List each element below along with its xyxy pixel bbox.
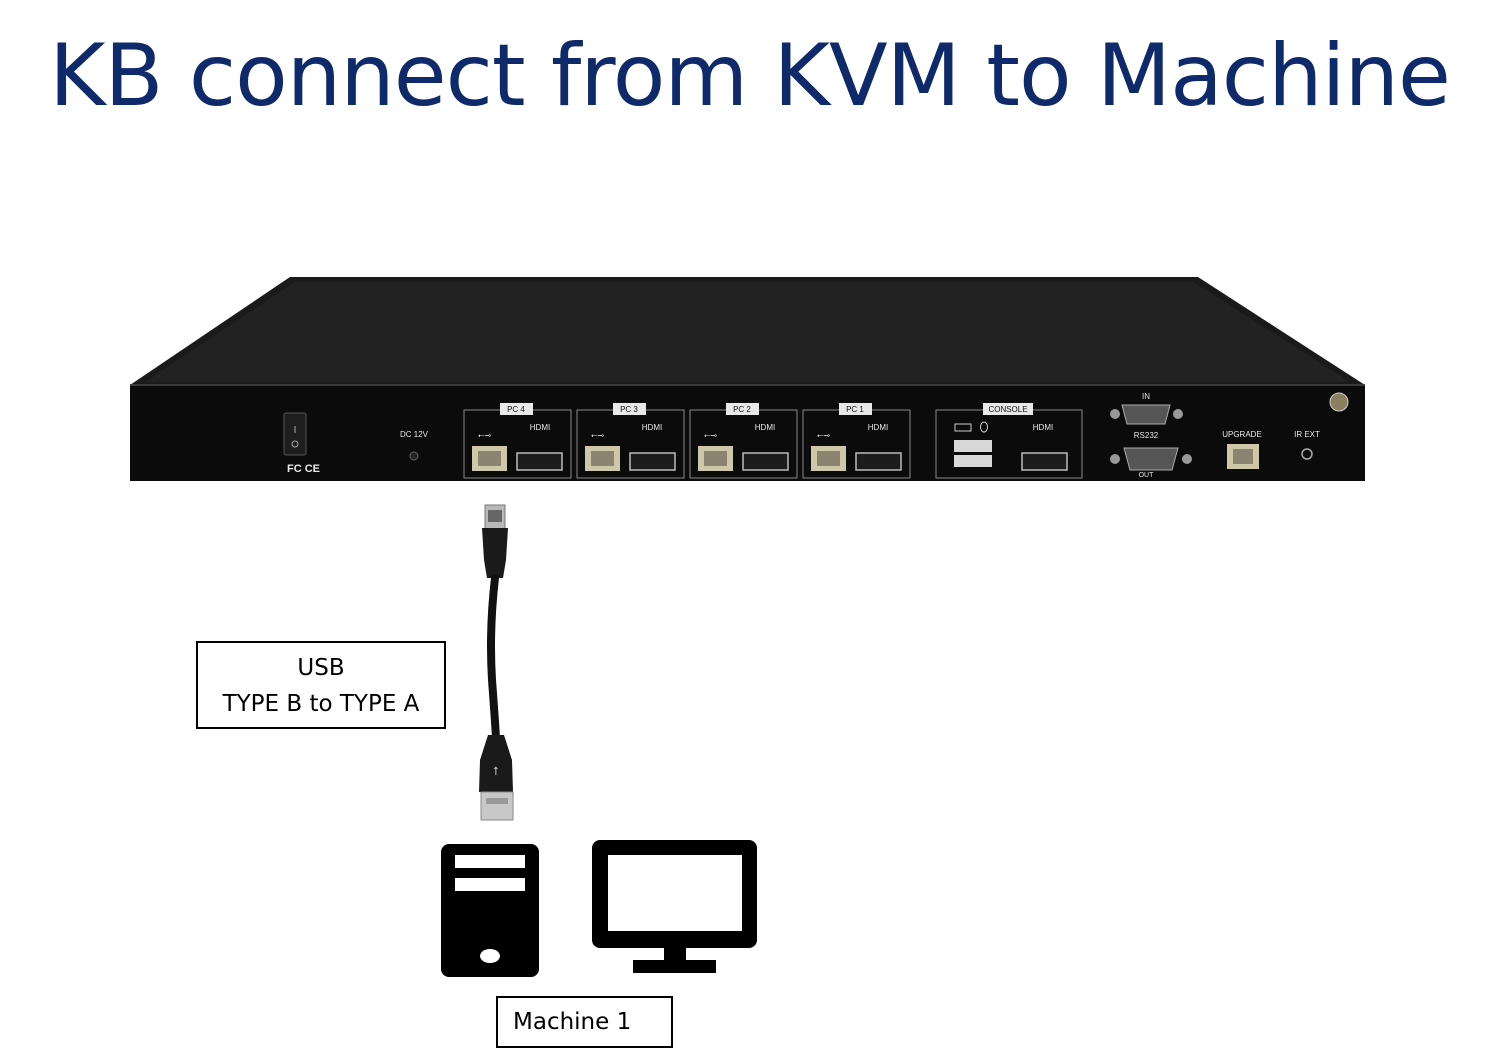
port-label-pc3: PC 3 (620, 405, 638, 414)
computer-tower-icon (441, 844, 539, 977)
port-group-pc2: PC 2 HDMI ⭠⊸ (689, 403, 798, 479)
usb-symbol-icon: ⭠⊸ (478, 431, 491, 440)
usb-symbol-icon: ⭠⊸ (704, 431, 717, 440)
port-group-pc1: PC 1 HDMI ⭠⊸ (802, 403, 911, 479)
dc-jack (409, 451, 419, 461)
kvm-switch-body (130, 277, 1365, 481)
port-label-pc2: PC 2 (733, 405, 751, 414)
power-switch (283, 412, 307, 456)
upgrade-label: UPGRADE (1222, 430, 1262, 439)
usb-cable: ⭡ (479, 504, 514, 821)
cable-label-line1: USB (297, 655, 345, 681)
rs232-ports: IN RS232 OUT (1110, 392, 1192, 479)
rs232-out-label: OUT (1139, 472, 1155, 479)
console-label: CONSOLE (988, 405, 1027, 414)
mouse-icon (980, 421, 988, 433)
usb-symbol-icon: ⭡ (493, 764, 499, 778)
usb-symbol-icon: ⭠⊸ (817, 431, 830, 440)
ir-jack (1301, 448, 1313, 460)
usb-type-a-plug (480, 791, 514, 821)
ir-ext-label: IR EXT (1294, 430, 1320, 439)
keyboard-icon (954, 423, 972, 432)
hdmi-label: HDMI (1033, 423, 1053, 432)
hdmi-label: HDMI (868, 423, 888, 432)
port-label-pc4: PC 4 (507, 405, 525, 414)
port-group-console: CONSOLE HDMI (935, 403, 1083, 479)
rs232-label: RS232 (1134, 431, 1159, 440)
cert-marks: FC CE (287, 463, 320, 475)
port-group-pc4: PC 4 HDMI ⭠⊸ (463, 403, 572, 479)
dc-label: DC 12V (400, 430, 429, 439)
port-label-pc1: PC 1 (846, 405, 864, 414)
hdmi-label: HDMI (642, 423, 662, 432)
page-title: KB connect from KVM to Machine (49, 26, 1451, 126)
cable-label-line2: TYPE B to TYPE A (222, 691, 420, 717)
hdmi-label: HDMI (755, 423, 775, 432)
port-group-pc3: PC 3 HDMI ⭠⊸ (576, 403, 685, 479)
monitor-icon (592, 840, 757, 973)
hdmi-label: HDMI (530, 423, 550, 432)
cable-type-label: USB TYPE B to TYPE A (196, 641, 446, 729)
machine-label: Machine 1 (496, 996, 673, 1048)
rs232-in-label: IN (1142, 392, 1150, 401)
usb-symbol-icon: ⭠⊸ (591, 431, 604, 440)
ground-screw-icon (1329, 392, 1349, 412)
